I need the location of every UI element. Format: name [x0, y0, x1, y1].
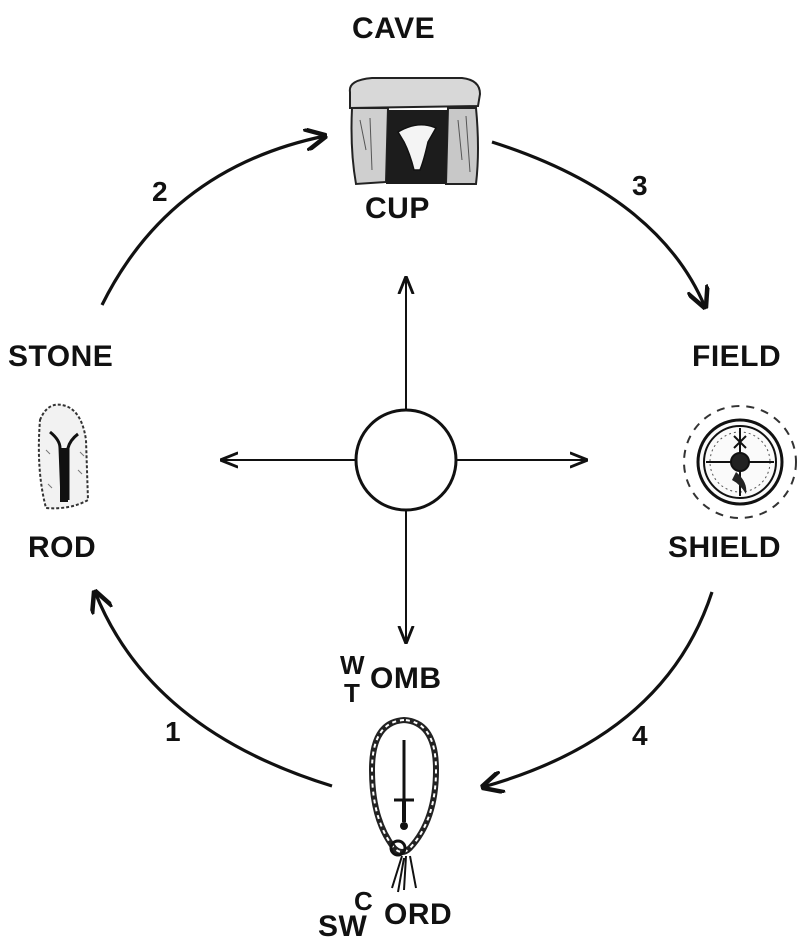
label-sword-rest: ORD [384, 900, 452, 930]
step-number-2: 2 [152, 178, 168, 206]
label-sword-start: SW [318, 912, 367, 942]
place-label-stone: STONE [8, 342, 113, 372]
step-number-1: 1 [165, 718, 181, 746]
dolmen-cave-with-cup-icon [350, 78, 480, 184]
step-number-3: 3 [632, 172, 648, 200]
object-label-cup: CUP [365, 194, 430, 224]
standing-stone-with-rod-icon [39, 405, 88, 509]
center-circle [356, 410, 456, 510]
label-womb-lower-letter: T [344, 680, 360, 706]
cycle-arrow-1 [95, 592, 332, 786]
cycle-arrow-4 [483, 592, 712, 787]
sword-in-rope-loop-icon [372, 720, 436, 892]
place-label-cave: CAVE [352, 14, 435, 44]
cycle-arrow-2 [102, 136, 325, 305]
label-womb-upper-letter: W [340, 652, 365, 678]
label-womb-rest: OMB [370, 664, 442, 694]
cycle-arrow-3 [492, 142, 705, 307]
object-label-shield: SHIELD [668, 533, 781, 563]
step-number-4: 4 [632, 722, 648, 750]
place-label-field: FIELD [692, 342, 781, 372]
round-shield-icon [684, 406, 796, 518]
object-label-rod: ROD [28, 533, 96, 563]
